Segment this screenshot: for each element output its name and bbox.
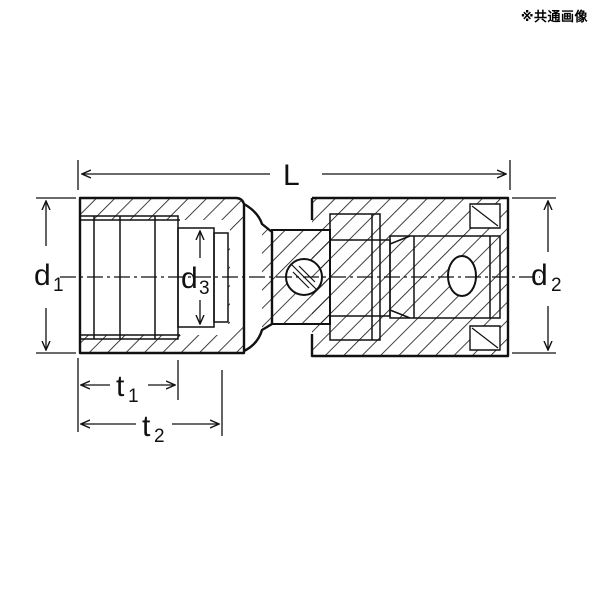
label-d1-sub: 1	[53, 275, 64, 296]
label-t1-sub: 1	[128, 386, 139, 407]
label-t2-sub: 2	[154, 426, 165, 447]
dimension-L: L	[77, 159, 511, 192]
label-d2-sub: 2	[551, 275, 562, 296]
dimension-d2: d 2	[512, 197, 562, 354]
hex-bore	[79, 215, 179, 340]
label-d3: d	[181, 262, 198, 295]
label-d1: d	[34, 259, 51, 292]
label-d2: d	[531, 259, 548, 292]
common-image-note: ※共通画像	[520, 10, 588, 25]
label-t1: t	[116, 370, 125, 403]
label-d3-sub: 3	[199, 278, 210, 299]
dimension-t2: t 2	[81, 370, 223, 447]
socket-body	[78, 196, 246, 355]
label-t2: t	[142, 410, 151, 443]
label-L: L	[283, 159, 300, 192]
dimension-d1: d 1	[34, 197, 76, 354]
dimension-t1: t 1	[77, 358, 179, 432]
dimension-d3: d 3	[181, 231, 210, 324]
detent-ball	[447, 255, 477, 297]
drive-end	[310, 196, 510, 358]
